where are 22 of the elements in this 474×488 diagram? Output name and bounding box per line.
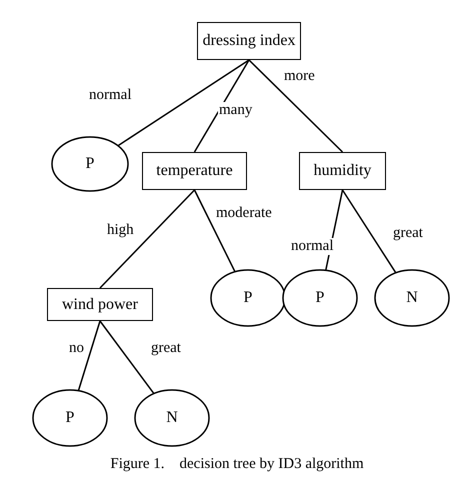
connector-line — [194, 190, 236, 272]
edge-label: normal — [290, 238, 334, 254]
figure-caption: Figure 1. decision tree by ID3 algorithm — [110, 456, 364, 472]
connector-line — [248, 59, 344, 153]
decision-box: humidity — [299, 152, 386, 190]
decision-box: dressing index — [197, 22, 301, 60]
leaf-label: P — [244, 289, 252, 307]
connector-line — [99, 320, 154, 394]
leaf-label: P — [316, 289, 324, 307]
leaf-label: P — [66, 409, 74, 427]
connector-line — [78, 320, 101, 391]
leaf-label: N — [406, 289, 418, 307]
edge-label: many — [218, 102, 254, 118]
leaf-label: N — [166, 409, 178, 427]
edge-label: high — [106, 222, 135, 238]
decision-box: temperature — [142, 152, 247, 190]
connector-line — [342, 190, 396, 274]
connector-line — [118, 59, 250, 146]
connector-line — [194, 60, 250, 152]
leaf-label: P — [86, 155, 94, 173]
decision-box: wind power — [47, 288, 153, 321]
connector-line — [99, 189, 196, 289]
